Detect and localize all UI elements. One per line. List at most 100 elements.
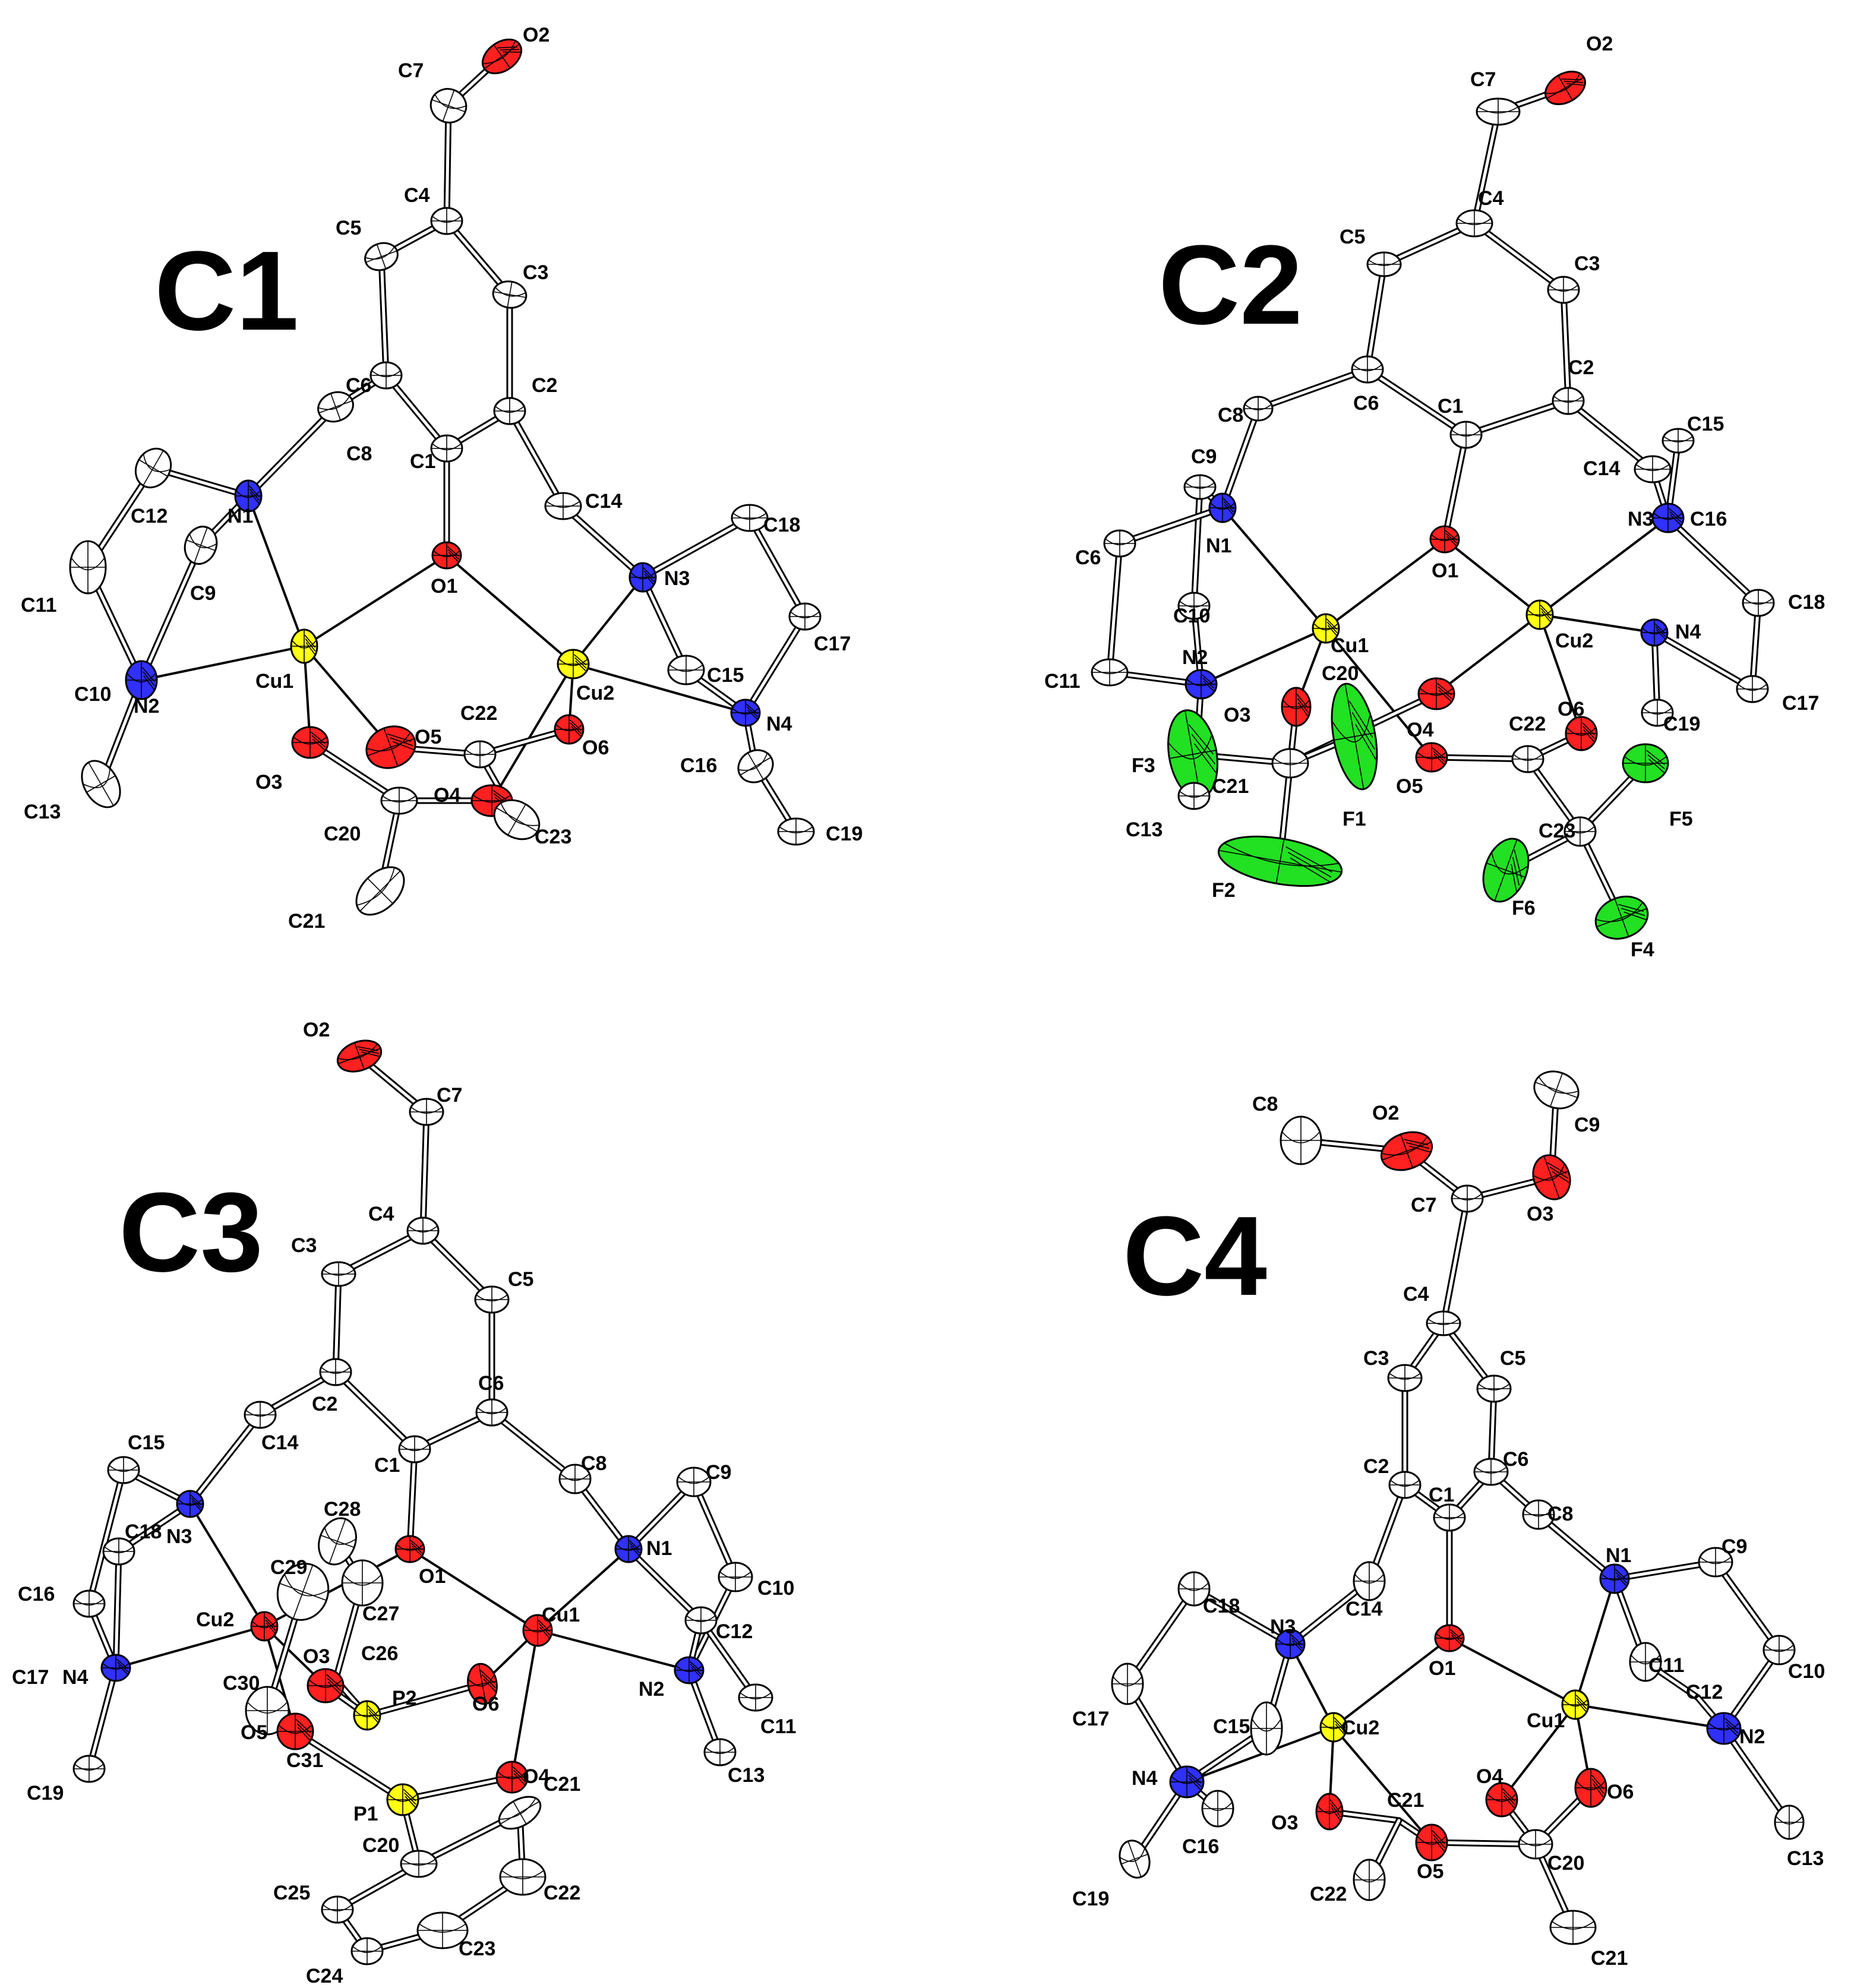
coordination-bond-cu1-o4 — [1501, 1703, 1577, 1801]
atom-label-o1: O1 — [431, 575, 457, 598]
coordination-bond-n2-cu1 — [1575, 1703, 1724, 1730]
atom-label-c6: C6 — [1503, 1448, 1528, 1471]
bond-c8-n1 — [1219, 405, 1262, 511]
atom-ellipsoid-c15 — [107, 1456, 140, 1484]
bond-c9-c10 — [690, 1478, 739, 1581]
atom-ellipsoid-o2 — [481, 38, 523, 75]
atom-ellipsoid-c16 — [737, 749, 774, 783]
atom-ellipsoid-n1 — [614, 1535, 643, 1563]
atom-label-o2: O2 — [303, 1019, 330, 1041]
atom-label-c10: C10 — [1173, 605, 1210, 627]
atom-ellipsoid-c2 — [1552, 387, 1585, 415]
atom-ellipsoid-n4 — [100, 1654, 131, 1682]
bond-c5-c6 — [1364, 261, 1388, 373]
bond-p1-o5 — [292, 1728, 406, 1803]
atom-ellipsoid-c24 — [350, 1937, 384, 1965]
atom-label-c21: C21 — [288, 910, 325, 933]
bond-c1-o1 — [1441, 431, 1470, 543]
atom-ellipsoid-c20 — [1518, 1829, 1553, 1860]
atom-label-f5: F5 — [1669, 808, 1693, 830]
atom-label-n3: N3 — [166, 1525, 192, 1548]
atom-ellipsoid-c2 — [319, 1358, 352, 1386]
atom-label-c20: C20 — [362, 1834, 399, 1857]
atom-label-c8: C8 — [581, 1452, 607, 1475]
atom-label-cu1: Cu1 — [542, 1604, 580, 1626]
coordination-bond-n4-cu2 — [1186, 1726, 1334, 1783]
atom-ellipsoid-o6 — [467, 1663, 498, 1705]
atom-label-o4: O4 — [1407, 719, 1433, 741]
bond-c18-c17 — [1124, 1585, 1198, 1687]
atom-label-o3: O3 — [1224, 704, 1250, 726]
atom-ellipsoid-o5 — [365, 725, 416, 769]
panel-title-c4: C4 — [1123, 1193, 1267, 1319]
atom-label-c16: C16 — [1690, 508, 1727, 530]
bond-c9-n2 — [138, 542, 204, 684]
atom-label-n3: N3 — [1628, 508, 1653, 530]
bond-c4-c3 — [443, 217, 513, 298]
atom-ellipsoid-c5 — [474, 1285, 510, 1314]
atom-ellipsoid-cu1 — [522, 1614, 553, 1647]
atom-label-c3: C3 — [523, 261, 548, 284]
atom-label-c10: C10 — [1788, 1660, 1825, 1683]
atom-ellipsoid-c7 — [1476, 97, 1521, 126]
atom-label-o5: O5 — [415, 726, 441, 748]
atom-ellipsoid-c10 — [1177, 592, 1211, 620]
atom-ellipsoid-o2 — [1544, 71, 1586, 105]
atom-ellipsoid-o2 — [336, 1039, 383, 1073]
atom-ellipsoid-o5 — [1415, 742, 1448, 773]
atom-ellipsoid-o1 — [431, 541, 462, 570]
atom-label-o2: O2 — [1372, 1102, 1399, 1124]
atom-label-c7: C7 — [398, 59, 424, 82]
atom-ellipsoid-c21 — [1271, 748, 1309, 779]
atom-label-o3: O3 — [1527, 1203, 1553, 1225]
atom-ellipsoid-c28 — [318, 1517, 357, 1566]
atom-label-f2: F2 — [1212, 879, 1236, 902]
atom-label-c1: C1 — [1438, 395, 1463, 418]
atom-label-c23: C23 — [1539, 820, 1575, 842]
atom-label-cu2: Cu2 — [196, 1608, 234, 1631]
coordination-bond-o1-cu2 — [1443, 538, 1541, 616]
coordination-bond-cu1-o5 — [1325, 627, 1433, 758]
atom-ellipsoid-c3 — [1547, 276, 1580, 304]
atom-ellipsoid-c8 — [558, 1464, 592, 1494]
atom-label-o5: O5 — [1396, 775, 1423, 798]
atom-label-cu1: Cu1 — [1527, 1709, 1565, 1732]
atom-ellipsoid-c9 — [676, 1466, 712, 1497]
atom-label-f6: F6 — [1512, 897, 1536, 919]
atom-label-c1: C1 — [374, 1454, 400, 1477]
coordination-bond-layer — [1201, 507, 1669, 758]
atom-ellipsoid-p2 — [353, 1700, 381, 1731]
atom-label-c11: C11 — [1044, 670, 1081, 693]
atom-label-c5: C5 — [336, 217, 361, 239]
atom-label-c7: C7 — [1411, 1194, 1436, 1216]
atom-label-c17: C17 — [1782, 692, 1819, 715]
atom-ellipsoid-c4 — [406, 1216, 440, 1245]
atom-label-cu1: Cu1 — [1331, 634, 1369, 657]
atom-label-c3: C3 — [1363, 1347, 1389, 1370]
bond-c3-c2 — [332, 1270, 342, 1376]
coordination-bond-o1-cu2 — [1332, 1637, 1451, 1728]
coordination-bond-cu1-o4 — [511, 1630, 539, 1778]
coordination-bond-layer — [1186, 1578, 1724, 1844]
atom-label-c3: C3 — [291, 1234, 317, 1257]
atom-label-c18: C18 — [763, 514, 800, 536]
bond-c8-n1 — [245, 403, 339, 500]
bond-c18-c17 — [1749, 599, 1762, 693]
bond-c12-c11 — [697, 1617, 759, 1701]
atom-label-c15: C15 — [707, 664, 744, 687]
atom-ellipsoid-c4 — [1455, 209, 1493, 238]
atom-ellipsoid-c12 — [134, 447, 172, 489]
coordination-bond-n2-cu1 — [1201, 627, 1326, 685]
atom-ellipsoid-c25 — [321, 1895, 354, 1924]
atom-label-p2: P2 — [392, 1687, 417, 1709]
atom-label-c2: C2 — [1363, 1455, 1389, 1478]
bond-c18-c17 — [746, 514, 808, 620]
atom-ellipsoid-o4 — [1417, 677, 1455, 710]
atom-ellipsoid-c21 — [498, 1796, 542, 1830]
bond-c8b-n1 — [1535, 1511, 1618, 1582]
atom-label-c8: C8 — [346, 443, 372, 465]
atom-ellipsoid-p1 — [386, 1783, 419, 1816]
atom-ellipsoid-n1 — [1599, 1563, 1630, 1594]
